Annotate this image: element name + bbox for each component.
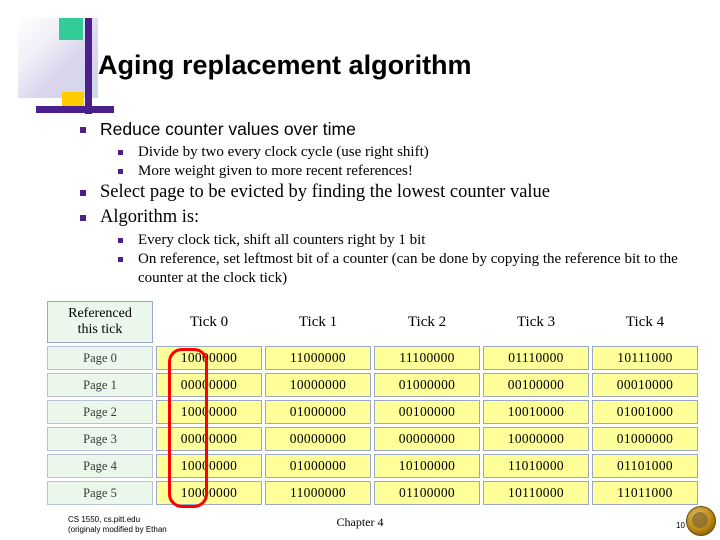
row-label-page3: Page 3 (47, 427, 153, 451)
row-label-page4: Page 4 (47, 454, 153, 478)
corner-header-line1: Referenced (68, 306, 132, 321)
table-row: Page 1 00000000 10000000 01000000 001000… (47, 373, 698, 397)
cell-page2-tick3: 10010000 (483, 400, 589, 424)
table-row: Page 0 10000000 11000000 11100000 011100… (47, 346, 698, 370)
row-label-page2: Page 2 (47, 400, 153, 424)
aging-table: Referenced this tick Tick 0 Tick 1 Tick … (44, 298, 704, 508)
bullet-level2: Every clock tick, shift all counters rig… (62, 231, 710, 250)
bullet-level2: Divide by two every clock cycle (use rig… (62, 143, 710, 162)
cell-page3-tick4: 01000000 (592, 427, 698, 451)
cell-page4-tick3: 11010000 (483, 454, 589, 478)
purple-vertical-bar (85, 18, 92, 114)
table-row: Page 3 00000000 00000000 00000000 100000… (47, 427, 698, 451)
cell-page4-tick4: 01101000 (592, 454, 698, 478)
footer-source-line1: CS 1550, cs.pitt.edu (68, 515, 141, 524)
cell-page5-tick3: 10110000 (483, 481, 589, 505)
bullet-level2: On reference, set leftmost bit of a coun… (62, 250, 710, 288)
cell-page5-tick0: 10000000 (156, 481, 262, 505)
table-header-row: Referenced this tick Tick 0 Tick 1 Tick … (47, 301, 698, 343)
cell-page3-tick1: 00000000 (265, 427, 371, 451)
column-header-tick0: Tick 0 (189, 313, 229, 330)
cell-page5-tick4: 11011000 (592, 481, 698, 505)
cell-page0-tick1: 11000000 (265, 346, 371, 370)
cell-page4-tick1: 01000000 (265, 454, 371, 478)
university-seal-logo (686, 506, 716, 536)
cell-page5-tick1: 11000000 (265, 481, 371, 505)
cell-page3-tick0: 00000000 (156, 427, 262, 451)
cell-page5-tick2: 01100000 (374, 481, 480, 505)
gradient-square (18, 18, 98, 98)
bullet-level1: Select page to be evicted by finding the… (62, 181, 710, 204)
table-row: Page 5 10000000 11000000 01100000 101100… (47, 481, 698, 505)
cell-page4-tick2: 10100000 (374, 454, 480, 478)
bullet-level2: More weight given to more recent referen… (62, 162, 710, 181)
cell-page1-tick3: 00100000 (483, 373, 589, 397)
cell-page1-tick0: 00000000 (156, 373, 262, 397)
column-header-tick2: Tick 2 (407, 313, 447, 330)
green-block (59, 18, 83, 40)
footer-chapter: Chapter 4 (336, 515, 384, 529)
column-header-tick1: Tick 1 (298, 313, 338, 330)
row-label-page0: Page 0 (47, 346, 153, 370)
cell-page1-tick4: 00010000 (592, 373, 698, 397)
cell-page3-tick2: 00000000 (374, 427, 480, 451)
row-label-page1: Page 1 (47, 373, 153, 397)
slide-title: Aging replacement algorithm (98, 50, 472, 80)
cell-page2-tick1: 01000000 (265, 400, 371, 424)
bullet-level1: Reduce counter values over time (62, 118, 710, 141)
slide-body: Reduce counter values over time Divide b… (62, 118, 710, 288)
decorative-corner-graphic (18, 18, 114, 114)
cell-page3-tick3: 10000000 (483, 427, 589, 451)
corner-header-line2: this tick (77, 322, 123, 337)
purple-horizontal-bar (36, 106, 114, 113)
footer-source: CS 1550, cs.pitt.edu (originaly modified… (68, 515, 268, 535)
yellow-block (62, 92, 84, 106)
footer-source-line2: (originaly modified by Ethan (68, 525, 167, 534)
cell-page1-tick2: 01000000 (374, 373, 480, 397)
table-row: Page 4 10000000 01000000 10100000 110100… (47, 454, 698, 478)
referenced-this-tick-header: Referenced this tick (47, 301, 153, 343)
bullet-level1: Algorithm is: (62, 206, 710, 229)
footer-page-number: 10 (676, 521, 685, 530)
cell-page2-tick0: 10000000 (156, 400, 262, 424)
cell-page0-tick2: 11100000 (374, 346, 480, 370)
cell-page0-tick0: 10000000 (156, 346, 262, 370)
column-header-tick4: Tick 4 (625, 313, 665, 330)
cell-page2-tick4: 01001000 (592, 400, 698, 424)
column-header-tick3: Tick 3 (516, 313, 556, 330)
cell-page0-tick4: 10111000 (592, 346, 698, 370)
cell-page1-tick1: 10000000 (265, 373, 371, 397)
row-label-page5: Page 5 (47, 481, 153, 505)
seal-inner-ring (692, 512, 708, 528)
table-row: Page 2 10000000 01000000 00100000 100100… (47, 400, 698, 424)
cell-page0-tick3: 01110000 (483, 346, 589, 370)
aging-counter-table: Referenced this tick Tick 0 Tick 1 Tick … (44, 298, 701, 508)
cell-page2-tick2: 00100000 (374, 400, 480, 424)
cell-page4-tick0: 10000000 (156, 454, 262, 478)
